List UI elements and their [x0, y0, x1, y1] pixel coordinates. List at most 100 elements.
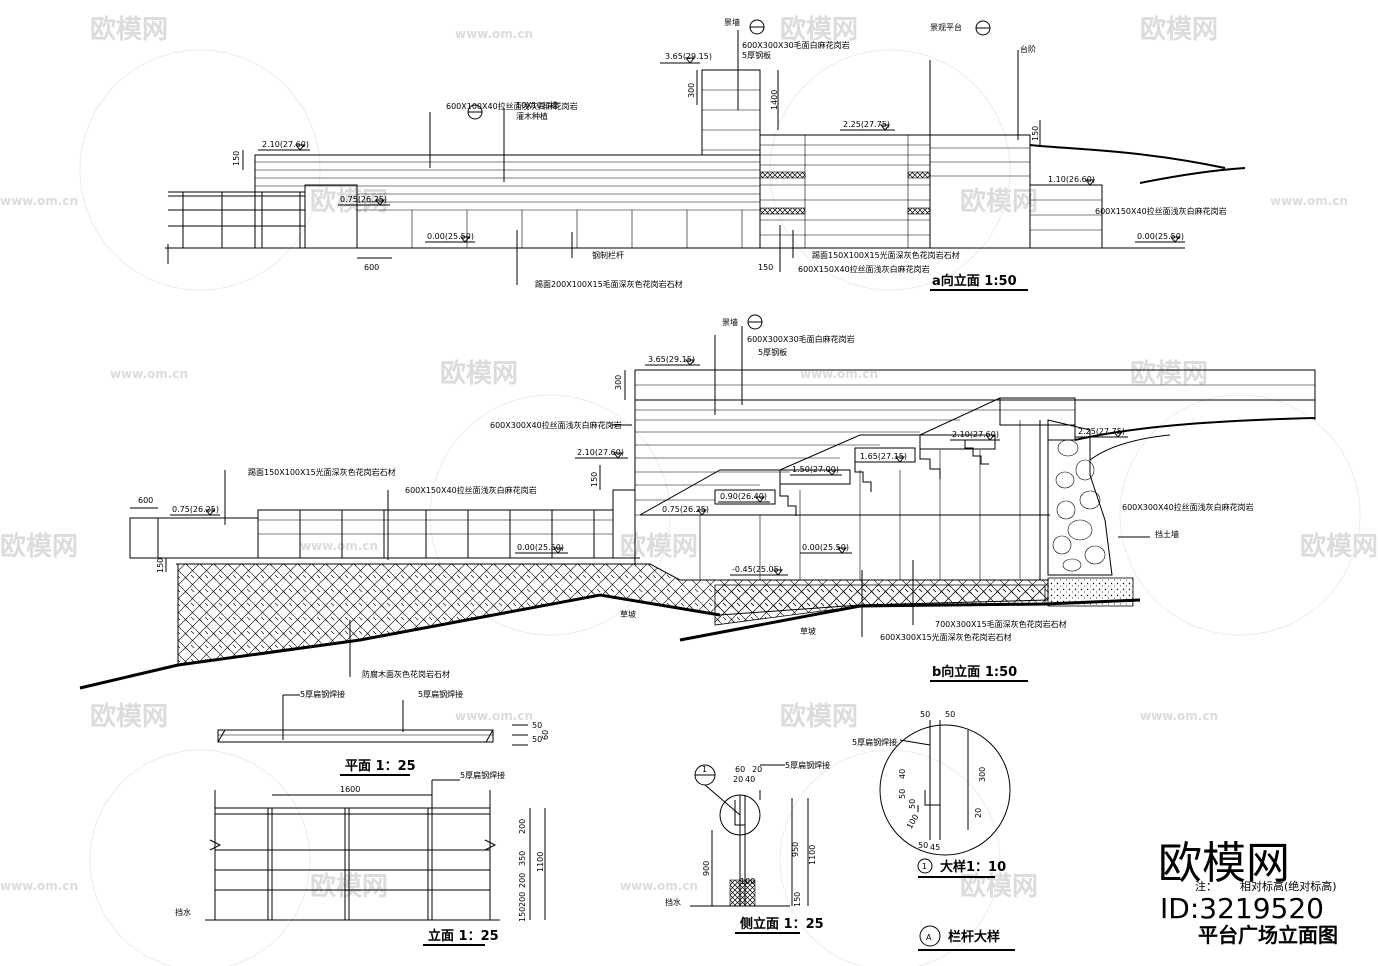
svg-text:草坡: 草坡 — [800, 626, 816, 636]
svg-text:5厚扁钢焊接: 5厚扁钢焊接 — [785, 760, 830, 770]
side-title: 侧立面 1：25 — [740, 916, 824, 932]
svg-text:50: 50 — [920, 710, 930, 719]
level-label: 0.75(26.25) — [172, 505, 219, 514]
railing-side: 1 60 20 20 40 5厚扁钢焊接 900 950 1100 150 10… — [665, 760, 830, 934]
elevation-b-title: b向立面 1:50 — [932, 664, 1017, 680]
level-label: -0.45(25.05) — [732, 565, 782, 574]
svg-text:5厚扁钢焊接: 5厚扁钢焊接 — [460, 770, 505, 780]
svg-text:600: 600 — [138, 496, 153, 505]
svg-text:150: 150 — [232, 151, 241, 166]
level-label: 3.65(29.15) — [665, 52, 712, 61]
level-label: 2.25(27.75) — [1078, 427, 1125, 436]
svg-text:50: 50 — [945, 710, 955, 719]
watermark-brand: 欧模网 — [310, 186, 388, 217]
svg-text:相对标高(绝对标高): 相对标高(绝对标高) — [1240, 879, 1337, 893]
svg-text:钢制栏杆: 钢制栏杆 — [592, 250, 624, 260]
svg-text:20: 20 — [974, 808, 983, 818]
watermark-url: www.om.cn — [1140, 709, 1218, 723]
svg-text:1: 1 — [922, 862, 927, 871]
watermark-brand: 欧模网 — [1140, 14, 1218, 45]
level-label: 0.00(25.50) — [1137, 232, 1184, 241]
level-label: 2.10(27.60) — [262, 140, 309, 149]
enlarged-detail: 5厚扁钢焊接 50 50 300 20 40 50 50 45 100 50 1… — [852, 710, 1011, 878]
svg-text:草坡: 草坡 — [620, 609, 636, 619]
svg-text:5厚扁钢焊接: 5厚扁钢焊接 — [852, 737, 897, 747]
stairs-b — [639, 397, 1076, 516]
level-label: 1.50(27.00) — [792, 465, 839, 474]
svg-text:150: 150 — [518, 907, 527, 922]
watermark-brand: 欧模网 — [780, 14, 858, 45]
svg-text:注：: 注： — [1195, 879, 1217, 893]
svg-text:50: 50 — [918, 841, 928, 850]
svg-text:挡土墙: 挡土墙 — [1155, 529, 1179, 539]
watermark-url: www.om.cn — [620, 879, 698, 893]
svg-text:200: 200 — [518, 892, 527, 907]
brand-id: ID:3219520 — [1160, 892, 1324, 925]
railing-plan: 5厚扁钢焊接 5厚扁钢焊接 50 50 60 平面 1：25 — [217, 689, 550, 776]
svg-text:1100: 1100 — [808, 845, 817, 865]
svg-text:60: 60 — [735, 765, 745, 774]
svg-text:50: 50 — [532, 721, 542, 730]
svg-text:600X300X40拉丝面浅灰白麻花岗岩: 600X300X40拉丝面浅灰白麻花岗岩 — [490, 420, 622, 430]
level-label: 0.00(25.50) — [427, 232, 474, 241]
svg-text:100: 100 — [905, 813, 920, 831]
svg-text:600X100X40拉丝面浅灰白麻花岗岩: 600X100X40拉丝面浅灰白麻花岗岩 — [446, 101, 578, 111]
sheet-title: 平台广场立面图 — [1198, 923, 1338, 947]
right-wall-a — [929, 60, 1103, 249]
svg-text:5厚扁钢焊接: 5厚扁钢焊接 — [300, 689, 345, 699]
watermark-brand: 欧模网 — [780, 701, 858, 732]
watermark-brand: 欧模网 — [960, 186, 1038, 217]
svg-text:150: 150 — [758, 263, 773, 272]
svg-text:100: 100 — [740, 877, 755, 886]
svg-text:踢面150X100X15光面深灰色花岗岩石材: 踢面150X100X15光面深灰色花岗岩石材 — [248, 467, 396, 477]
watermark-url: www.om.cn — [300, 539, 378, 553]
callouts-a: 景墙 600X300X30毛面白麻花岗岩 5厚钢板 景观平台 600X100X4… — [429, 17, 1227, 289]
svg-text:50: 50 — [908, 799, 917, 809]
svg-text:200: 200 — [518, 819, 527, 834]
level-markers-a: 3.65(29.15) 2.10(27.60) 2.25(27.75) 1.10… — [258, 52, 1185, 243]
svg-text:50: 50 — [532, 735, 542, 744]
svg-text:700X300X15毛面深灰色花岗岩石材: 700X300X15毛面深灰色花岗岩石材 — [935, 619, 1067, 629]
level-label: 2.10(27.60) — [952, 430, 999, 439]
svg-text:A: A — [926, 933, 932, 942]
svg-text:950: 950 — [791, 842, 800, 857]
brand-logo: 欧模网 — [1158, 838, 1290, 889]
watermark-url: www.om.cn — [0, 879, 78, 893]
svg-text:5厚钢板: 5厚钢板 — [758, 347, 787, 357]
svg-text:600X150X40拉丝面浅灰白麻花岗岩: 600X150X40拉丝面浅灰白麻花岗岩 — [1095, 206, 1227, 216]
watermark-brand: 欧模网 — [1130, 358, 1208, 389]
svg-text:600X150X40拉丝面浅灰白麻花岗岩: 600X150X40拉丝面浅灰白麻花岗岩 — [405, 485, 537, 495]
svg-text:600X300X30毛面白麻花岗岩: 600X300X30毛面白麻花岗岩 — [747, 334, 855, 344]
svg-text:40: 40 — [898, 769, 907, 779]
railing-a — [168, 191, 305, 248]
railing-title-block: A 栏杆大样 — [918, 925, 1015, 951]
brand-block: 欧模网 注： 相对标高(绝对标高) ID:3219520 平台广场立面图 — [1158, 838, 1338, 947]
svg-text:5厚扁钢焊接: 5厚扁钢焊接 — [418, 689, 463, 699]
svg-text:5厚钢板: 5厚钢板 — [742, 50, 771, 60]
svg-text:20: 20 — [733, 775, 743, 784]
svg-text:1100: 1100 — [536, 852, 545, 872]
svg-text:45: 45 — [930, 843, 940, 852]
svg-text:1600: 1600 — [340, 785, 360, 794]
svg-text:150: 150 — [1031, 126, 1040, 141]
ground-hatch-b — [177, 563, 1049, 666]
svg-text:600X300X30毛面白麻花岗岩: 600X300X30毛面白麻花岗岩 — [742, 40, 850, 50]
svg-text:踢面150X100X15光面深灰色花岗岩石材: 踢面150X100X15光面深灰色花岗岩石材 — [812, 250, 960, 260]
level-label: 2.25(27.75) — [843, 120, 890, 129]
svg-text:200: 200 — [518, 873, 527, 888]
svg-text:防腐木面灰色花岗岩石材: 防腐木面灰色花岗岩石材 — [362, 669, 450, 679]
watermark-url: www.om.cn — [1270, 194, 1348, 208]
watermark-brand: 欧模网 — [90, 14, 168, 45]
level-label: 2.10(27.60) — [577, 448, 624, 457]
watermark-url: www.om.cn — [455, 709, 533, 723]
front-title: 立面 1：25 — [428, 928, 499, 944]
feature-wall-b — [634, 369, 1316, 565]
level-label: 3.65(29.15) — [648, 355, 695, 364]
level-label: 0.00(25.50) — [517, 543, 564, 552]
watermarks: 欧模网 欧模网 欧模网 www.om.cn 欧模网 欧模网 www.om.cn … — [0, 14, 1378, 966]
elevation-a: 3.65(29.15) 2.10(27.60) 2.25(27.75) 1.10… — [165, 17, 1246, 291]
detail-title: 大样1：10 — [940, 859, 1006, 875]
svg-text:景墙: 景墙 — [722, 317, 738, 327]
svg-text:600X300X15光面深灰色花岗岩石材: 600X300X15光面深灰色花岗岩石材 — [880, 632, 1012, 642]
